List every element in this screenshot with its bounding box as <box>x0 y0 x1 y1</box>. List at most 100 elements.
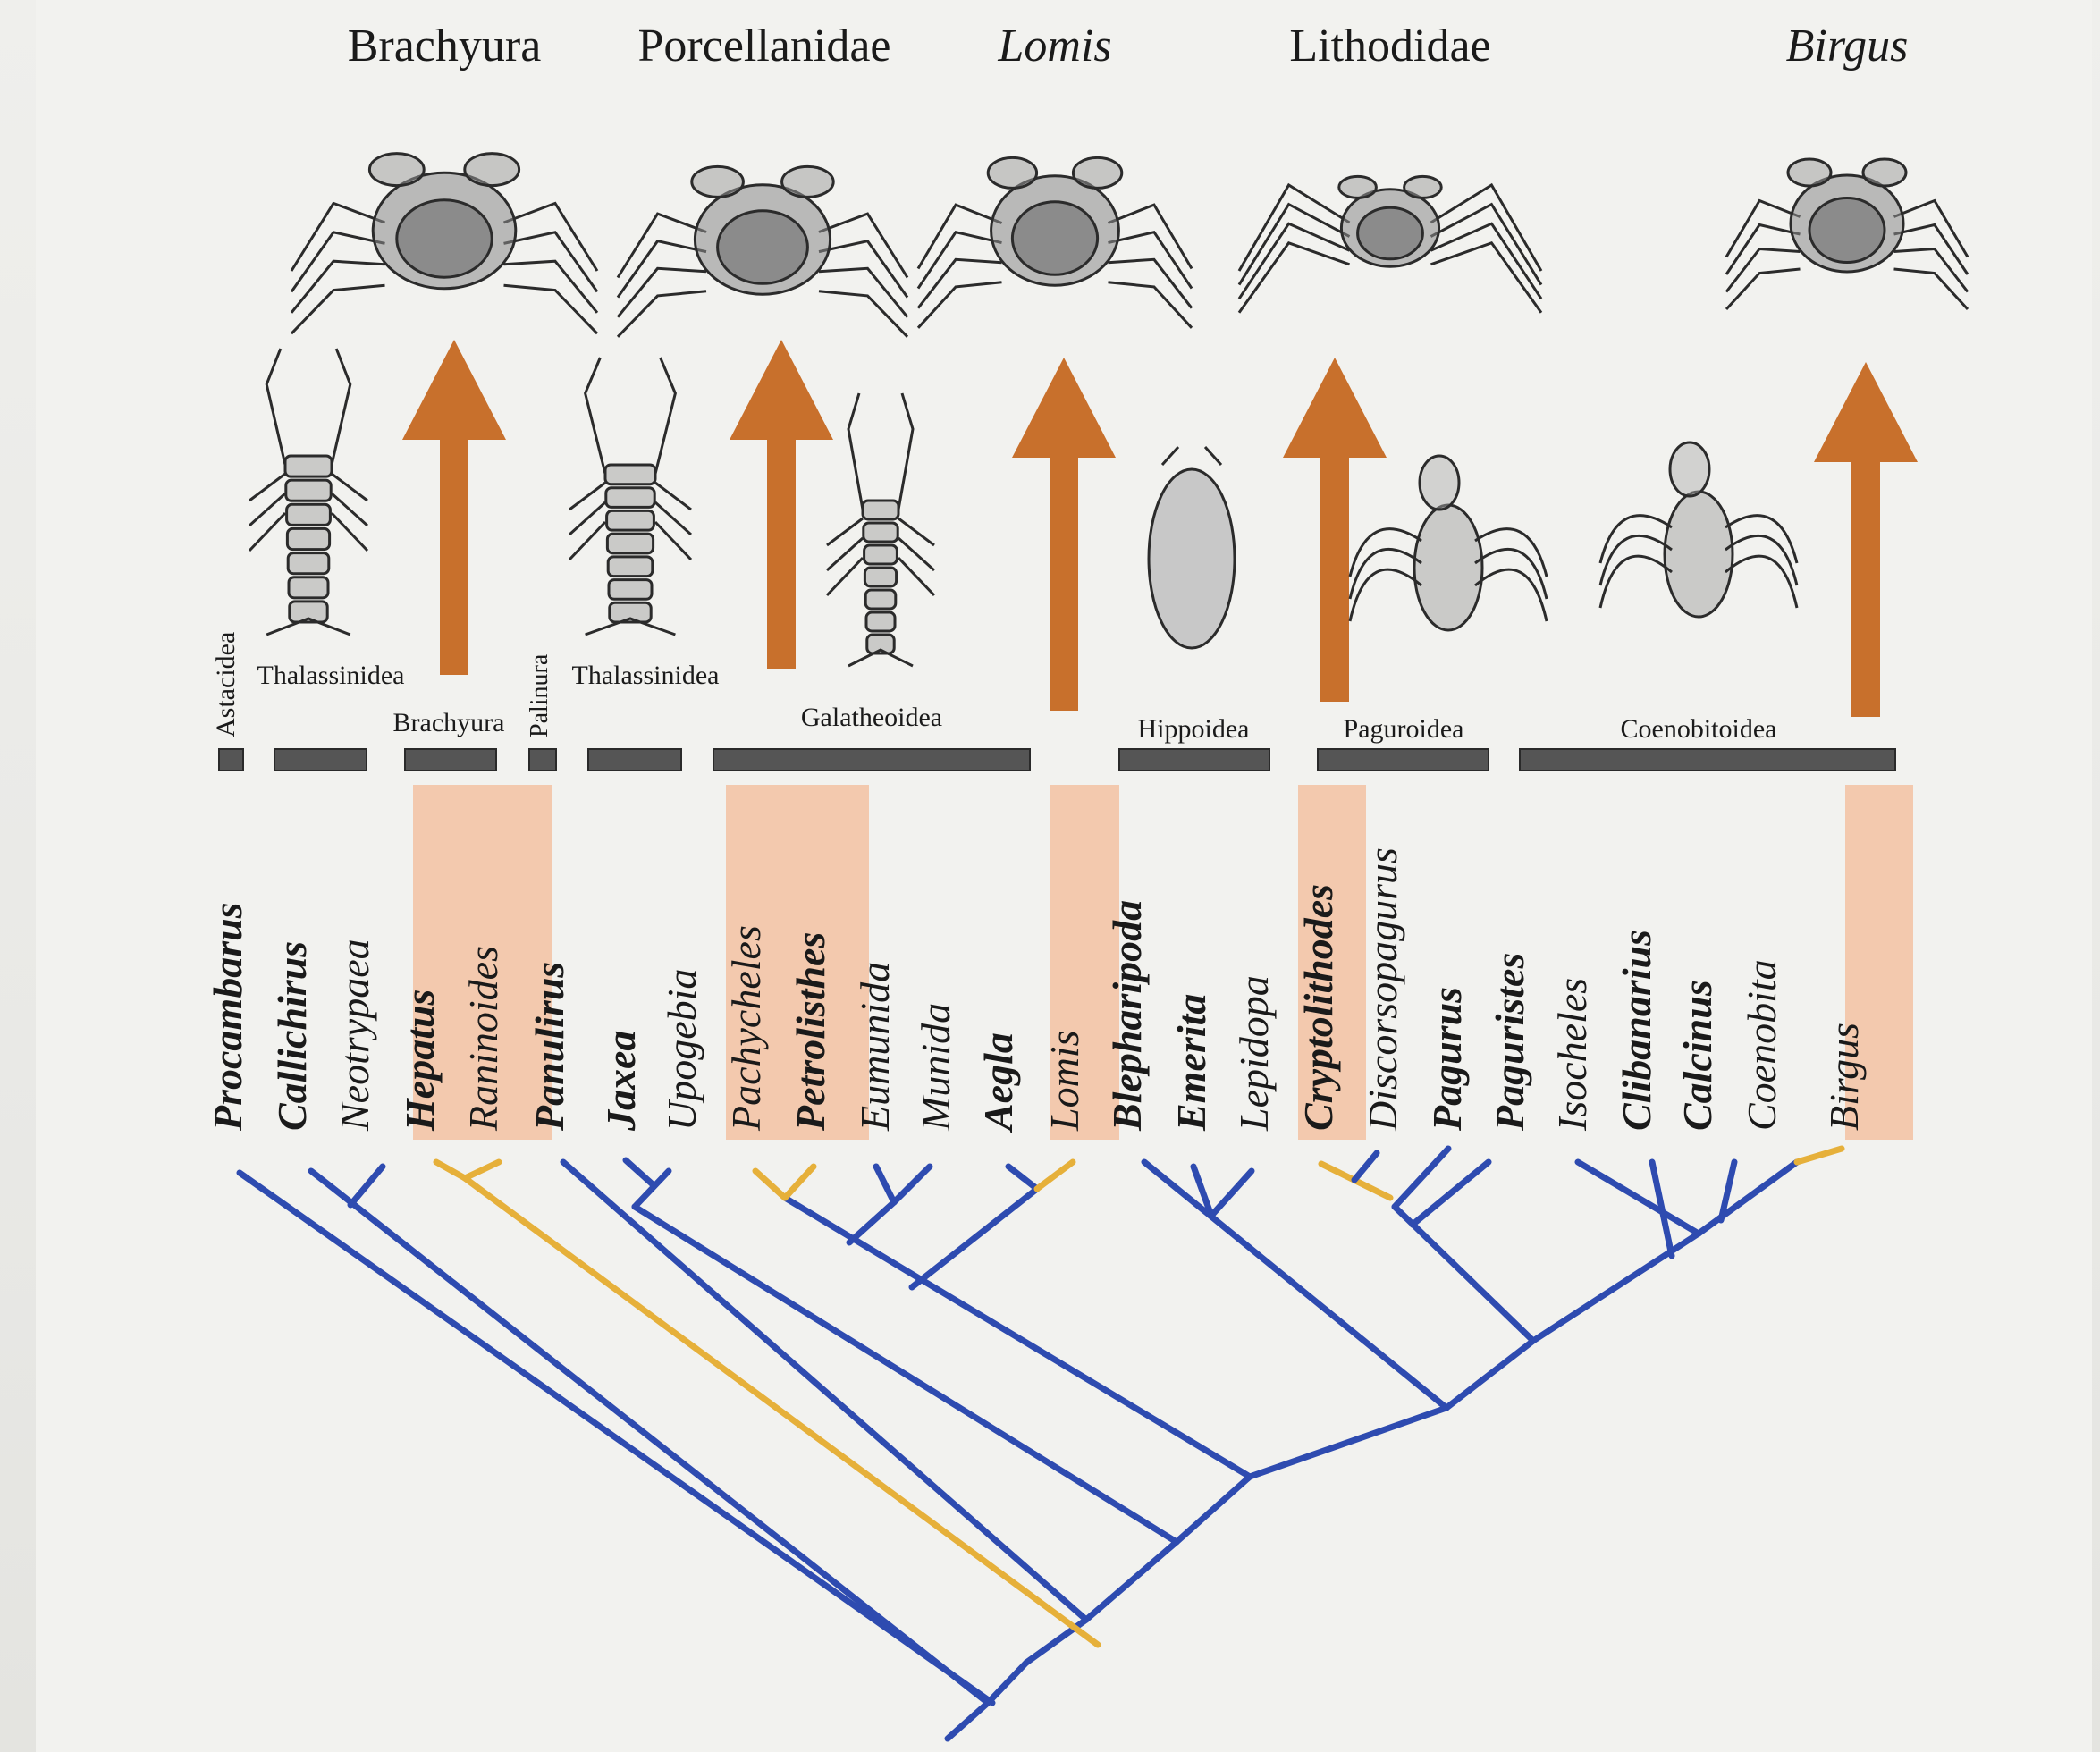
evolution-arrow-lomis <box>1012 358 1116 711</box>
branch-calcinus <box>1717 1158 1738 1224</box>
taxon-label-calcinus: Calcinus <box>1674 980 1720 1131</box>
tree-root-branch <box>944 1699 991 1742</box>
branch-brachyura-clade <box>461 1175 1101 1648</box>
branch-birgus <box>1793 1145 1845 1166</box>
branch-clibanarius <box>1649 1158 1675 1259</box>
branch-paguristes <box>1409 1158 1492 1228</box>
taxon-label-aegla: Aegla <box>975 1032 1021 1133</box>
group-bar-paguroidea-7 <box>1317 748 1489 771</box>
highlight-column <box>413 785 552 1140</box>
branch-petrolisthes <box>781 1163 817 1201</box>
tree-branch <box>873 1163 898 1206</box>
taxon-label-pagurus: Pagurus <box>1424 987 1470 1132</box>
tree-branch <box>1530 1230 1702 1344</box>
highlight-column <box>1050 785 1119 1140</box>
branch-jaxea <box>622 1157 656 1188</box>
thalassinidea-shrimp-illustration <box>248 348 369 636</box>
group-bar-thalassinidea-1 <box>274 748 367 771</box>
taxon-label-emerita: Emerita <box>1168 994 1214 1132</box>
brachyura-crab-illustration <box>290 152 599 335</box>
branch-galatheoidea-clade <box>781 1194 1253 1480</box>
group-label-coenobitoidea-8: Coenobitoidea <box>1621 714 1777 744</box>
top-label-brachyura: Brachyura <box>348 21 542 72</box>
branch-neotrypaea <box>347 1163 386 1209</box>
taxon-label-isocheles: Isocheles <box>1549 978 1595 1132</box>
taxon-label-petrolisthes: Petrolisthes <box>788 932 833 1132</box>
tree-branch <box>1083 1538 1180 1623</box>
taxon-label-hepatus: Hepatus <box>397 990 443 1132</box>
branch-lepidopa <box>1208 1167 1255 1219</box>
branch-pagurus <box>1391 1145 1452 1210</box>
branch-emerita <box>1190 1163 1215 1219</box>
group-label-paguroidea-7: Paguroidea <box>1344 714 1464 744</box>
taxon-label-birgus: Birgus <box>1821 1023 1867 1131</box>
highlight-column <box>1845 785 1913 1140</box>
branch-aegla <box>1005 1163 1041 1192</box>
branch-thalassinidea-clade <box>631 1203 1180 1546</box>
top-label-porcellanidae: Porcellanidae <box>638 21 891 72</box>
taxon-label-discorsopagurus: Discorsopagurus <box>1360 847 1405 1132</box>
taxon-label-cryptolithodes: Cryptolithodes <box>1295 884 1341 1131</box>
branch-aegla-lomis <box>908 1185 1041 1291</box>
taxon-label-procambarus: Procambarus <box>205 902 250 1132</box>
group-bar-thalassinidea-4 <box>587 748 682 771</box>
hippoidea-mole-crab-illustration <box>1147 445 1236 650</box>
group-label-thalassinidea-1: Thalassinidea <box>257 661 405 690</box>
taxon-label-paguristes: Paguristes <box>1487 953 1532 1132</box>
group-bar-astacidea-0 <box>218 748 244 771</box>
group-label-galatheoidea-5: Galatheoidea <box>801 703 942 732</box>
tree-branch <box>1246 1404 1450 1480</box>
branch-isocheles <box>1574 1158 1702 1237</box>
group-bar-brachyura-2 <box>404 748 497 771</box>
evolution-arrow-birgus <box>1814 362 1918 717</box>
taxon-label-upogebia: Upogebia <box>659 969 704 1131</box>
evolution-arrow-brachyura <box>402 340 506 675</box>
group-bar-hippoidea-6 <box>1118 748 1270 771</box>
evolution-arrow-lithodidae <box>1283 358 1387 702</box>
taxon-label-neotrypaea: Neotrypaea <box>332 939 377 1132</box>
taxon-label-coenobita: Coenobita <box>1739 959 1784 1131</box>
branch-hepatus <box>433 1158 468 1182</box>
group-bar-coenobitoidea-8 <box>1519 748 1896 771</box>
porcellanidae-crab-illustration <box>616 164 909 338</box>
taxon-label-pachycheles: Pachycheles <box>723 925 769 1132</box>
paguroidea-hermit-crab-illustration <box>1348 454 1548 632</box>
taxon-label-raninoides: Raninoides <box>460 946 506 1132</box>
branch-raninoides <box>461 1158 502 1182</box>
phylogenetic-tree <box>236 1145 1845 1742</box>
group-label-hippoidea-6: Hippoidea <box>1138 714 1250 744</box>
branch-pachycheles <box>752 1167 789 1201</box>
thalassinidea-mud-shrimp-illustration <box>568 357 693 636</box>
evolution-arrow-porcellanidae <box>730 340 833 669</box>
branch-procambarus <box>236 1169 996 1706</box>
branch-panulirus <box>560 1158 1090 1623</box>
branch-paguroidea-clade <box>1391 1203 1537 1344</box>
tree-branch <box>984 1659 1030 1706</box>
group-bar-galatheoidea-5 <box>713 748 1031 771</box>
group-bar-palinura-3 <box>528 748 557 771</box>
tree-branch <box>1443 1337 1537 1411</box>
taxon-label-munida: Munida <box>913 1003 958 1132</box>
branch-callichirus-clade <box>308 1167 991 1706</box>
taxon-label-lomis: Lomis <box>1042 1031 1087 1132</box>
taxon-label-callichirus: Callichirus <box>269 941 315 1131</box>
group-label-brachyura-2: Brachyura <box>393 708 505 737</box>
branch-eumunida <box>846 1199 898 1246</box>
tree-branch <box>1173 1473 1253 1546</box>
top-label-lomis: Lomis <box>997 21 1111 72</box>
branch-discorsopagurus <box>1351 1150 1380 1183</box>
taxon-label-panulirus: Panulirus <box>527 962 572 1132</box>
birgus-crab-illustration <box>1725 157 1969 311</box>
lomis-crab-illustration <box>916 156 1193 329</box>
highlight-column <box>1298 785 1366 1140</box>
coenobitoidea-hermit-crab-illustration <box>1598 441 1799 619</box>
group-label-astacidea-0: Astacidea <box>211 632 240 737</box>
lithodidae-crab-illustration <box>1237 174 1543 314</box>
top-label-birgus: Birgus <box>1786 21 1909 72</box>
top-label-lithodidae: Lithodidae <box>1289 21 1490 72</box>
highlight-column <box>726 785 869 1140</box>
branch-blepharipoda <box>1141 1158 1450 1411</box>
branch-upogebia <box>631 1167 672 1210</box>
taxon-label-lepidopa: Lepidopa <box>1231 975 1277 1132</box>
